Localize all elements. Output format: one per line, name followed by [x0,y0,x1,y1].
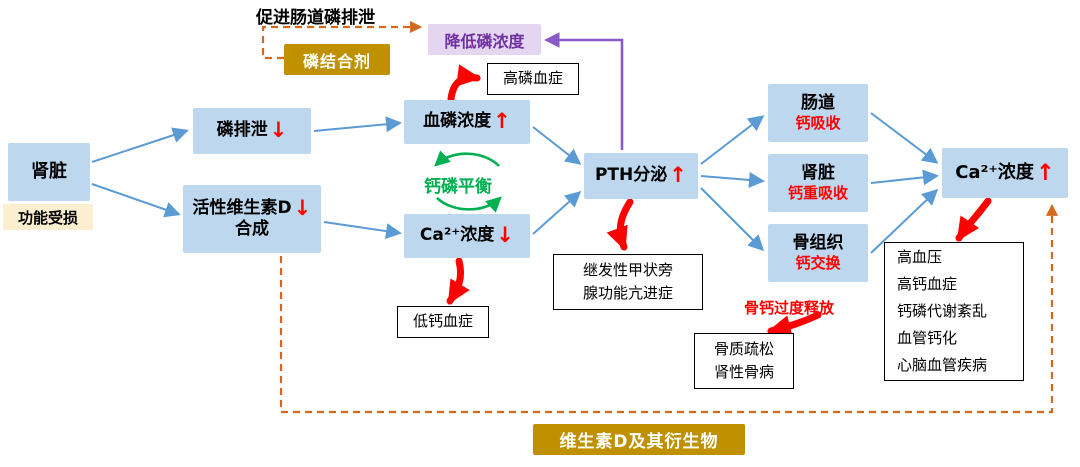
vitd-line2-label: 合成 [235,219,269,239]
arrow-pth-to-kidney2 [700,171,765,188]
phosphate-binder-box: 磷结合剂 [284,44,390,75]
node-vitd-synthesis: 活性维生素D↓ 合成 [183,185,321,253]
arrow-ca-high-to-complications [955,197,992,242]
outcome-hyperphosphatemia: 高磷血症 [487,63,579,95]
arrow-blood-phos-to-pth [532,126,582,165]
blood-phos-label: 血磷浓度 [423,111,492,132]
ca-p-balance-label: 钙磷平衡 [424,177,492,197]
outcome-osteoporosis: 骨质疏松 肾性骨病 [694,333,794,389]
vitd-line1-label: 活性维生素D [192,197,292,218]
arrow-vitd-to-ca-low [323,221,402,240]
down-arrow-glyph: ↓ [293,195,312,221]
node-kidney: 肾脏 [8,143,90,201]
up-arrow-glyph: ↑ [1035,159,1055,186]
bone-sub: 钙交换 [795,254,841,273]
outcome-shpt: 继发性甲状旁 腺功能亢进症 [553,254,703,310]
promote-excretion-note: 促进肠道磷排泄 [256,8,375,28]
node-ca-low: Ca²⁺浓度↓ [404,214,530,258]
up-arrow-glyph: ↑ [669,163,688,189]
cycle-arrow-bottom [436,196,502,213]
node-phos-excretion: 磷排泄↓ [193,108,311,154]
bone-release-note: 骨钙过度释放 [744,299,835,317]
kidney2-title: 肾脏 [801,163,835,183]
up-arrow-glyph: ↑ [493,109,511,135]
arrow-blood-phos-to-hyperphos [447,64,482,103]
node-blood-phos: 血磷浓度↑ [404,100,530,144]
lower-phosphate-box: 降低磷浓度 [428,24,541,55]
arrow-kidney-to-phos-excretion [91,127,189,163]
arrow-pth-to-shpt [606,198,634,251]
arrow-kidney2-to-ca-high [870,169,939,186]
cycle-arrow-top [434,150,500,167]
pth-label: PTH分泌 [594,165,668,186]
node-pth: PTH分泌↑ [584,153,698,199]
kidney-impaired-label: 功能受损 [3,204,93,230]
node-bone: 骨组织 钙交换 [768,224,868,282]
arrow-pth-to-lower-phos [544,32,624,150]
ca-high-label: Ca²⁺浓度 [955,161,1034,183]
node-intestine: 肠道 钙吸收 [768,84,868,142]
bone-title: 骨组织 [792,233,844,253]
down-arrow-glyph: ↓ [269,118,288,144]
node-ca-high: Ca²⁺浓度↑ [942,148,1068,198]
arrow-pth-to-bone [700,187,765,252]
intestine-title: 肠道 [801,93,835,113]
phos-excretion-label: 磷排泄 [216,120,268,141]
arrow-ca-low-to-hypocal [446,257,470,305]
arrow-intestine-to-ca-high [870,112,939,164]
intestine-sub: 钙吸收 [795,114,841,133]
kidney2-sub: 钙重吸收 [787,184,848,203]
arrow-pth-to-intestine [700,115,765,165]
arrow-phos-excretion-to-blood-phos [313,116,402,133]
vitd-line1-row: 活性维生素D↓ [192,195,312,221]
vitd-derivatives-box: 维生素D及其衍生物 [533,424,745,455]
arrow-ca-low-to-pth [532,191,582,235]
down-arrow-glyph: ↓ [496,223,515,249]
arrow-kidney-to-vitd [91,183,181,218]
outcome-complications: 高血压 高钙血症 钙磷代谢紊乱 血管钙化 心脑血管疾病 [884,242,1024,381]
node-kidney2: 肾脏 钙重吸收 [768,154,868,212]
ca-low-label: Ca²⁺浓度 [419,225,495,246]
outcome-hypocalcemia: 低钙血症 [397,306,489,338]
